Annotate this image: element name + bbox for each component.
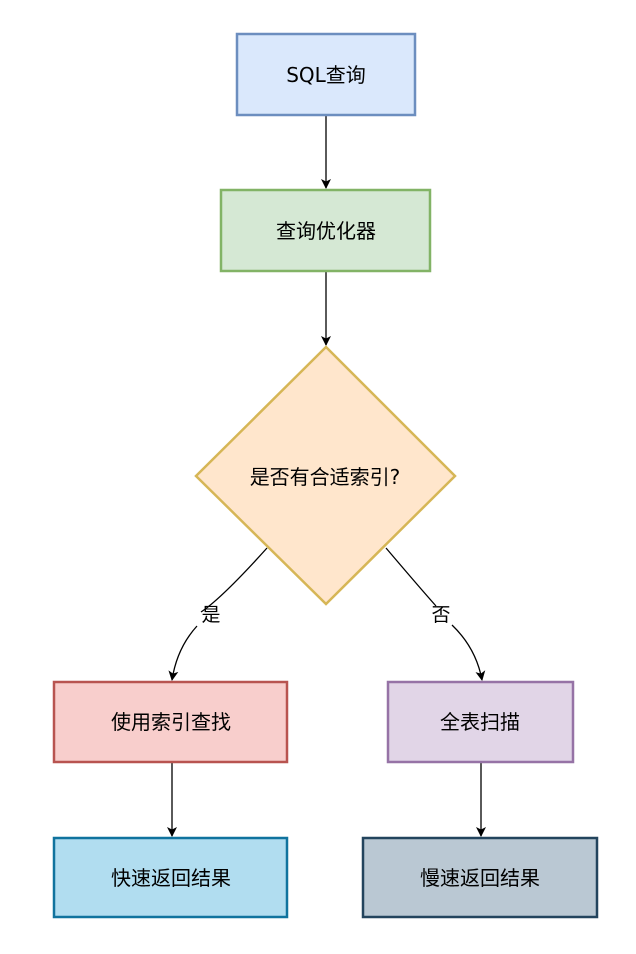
edge-label-yes: 是 — [201, 604, 220, 626]
node-sql-query: SQL查询 — [235, 32, 417, 117]
node-index-lookup-box — [52, 680, 289, 764]
node-sql-query-box — [235, 32, 417, 117]
node-fast-result-box — [52, 836, 289, 919]
node-optimizer-box — [219, 188, 432, 273]
node-full-scan: 全表扫描 — [386, 680, 575, 764]
node-decision: 是否有合适索引? — [194, 345, 457, 606]
node-index-lookup-label: 使用索引查找 — [111, 710, 231, 734]
node-fast-result: 快速返回结果 — [52, 836, 289, 919]
node-full-scan-box — [386, 680, 575, 764]
node-optimizer-label: 查询优化器 — [276, 219, 376, 243]
edge-decision-to-full-scan-tail — [451, 624, 486, 681]
node-index-lookup: 使用索引查找 — [52, 680, 289, 764]
node-sql-query-label: SQL查询 — [286, 63, 366, 87]
node-slow-result: 慢速返回结果 — [361, 836, 599, 919]
node-full-scan-label: 全表扫描 — [440, 710, 520, 734]
edge-decision-to-index-lookup — [200, 547, 268, 613]
node-decision-label: 是否有合适索引? — [250, 465, 401, 489]
edge-label-no: 否 — [431, 604, 450, 626]
edge-decision-to-full-scan — [385, 547, 437, 607]
edges — [167, 116, 486, 837]
node-slow-result-box — [361, 836, 599, 919]
node-optimizer: 查询优化器 — [219, 188, 432, 273]
node-slow-result-label: 慢速返回结果 — [420, 866, 540, 890]
node-fast-result-label: 快速返回结果 — [111, 866, 231, 890]
node-decision-diamond — [194, 345, 457, 606]
edge-decision-to-index-lookup-tail — [168, 625, 198, 681]
